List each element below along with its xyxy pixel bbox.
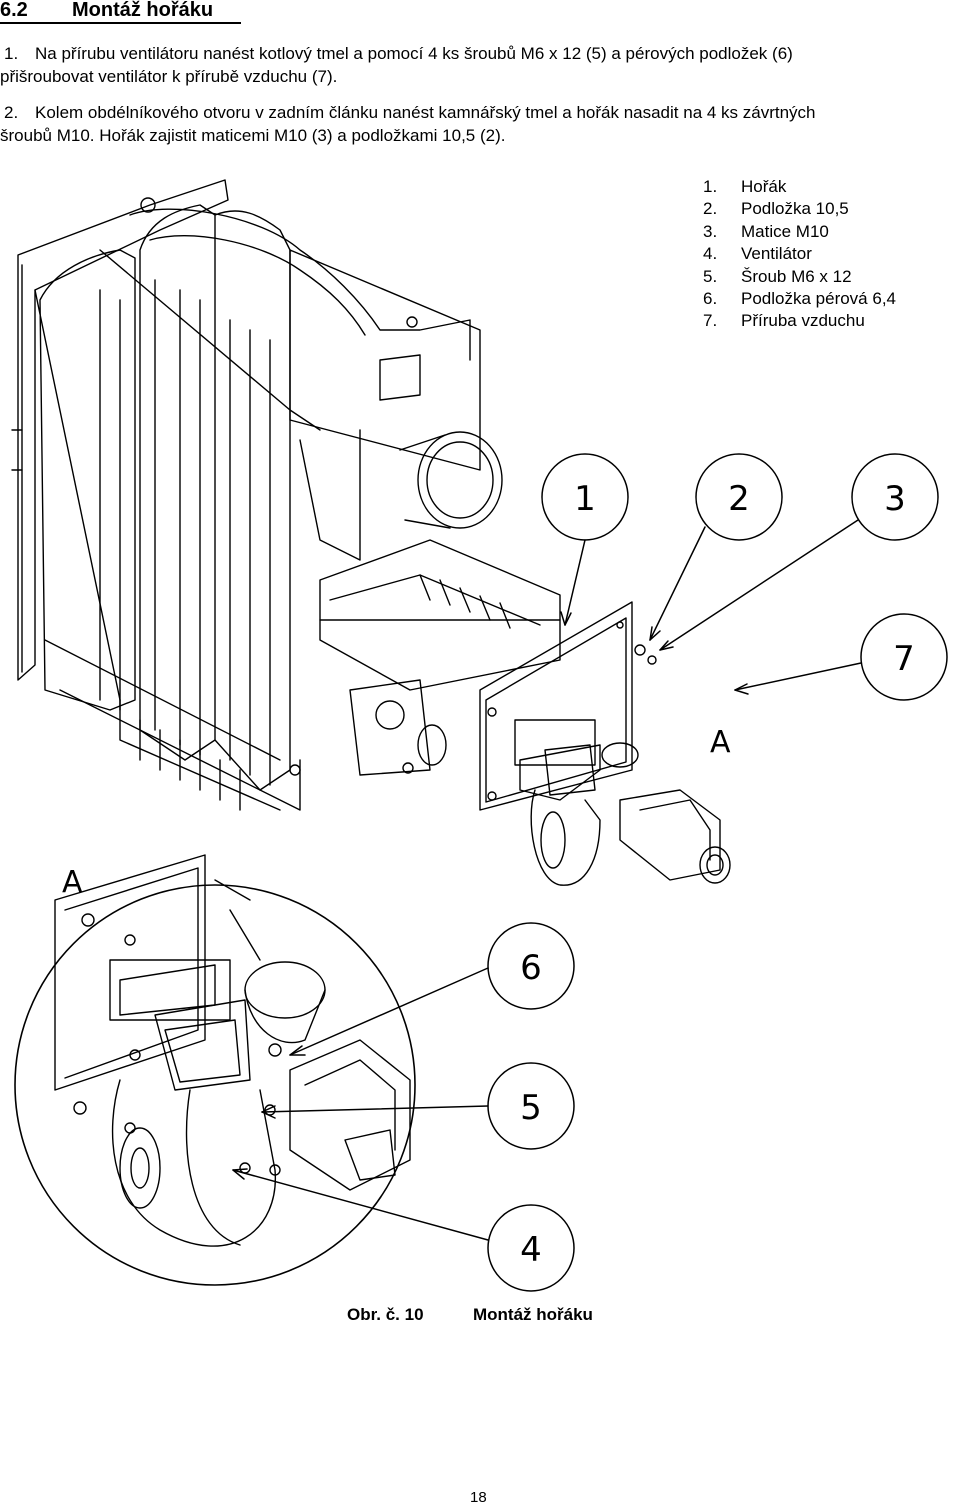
legend-item: 7.Příruba vzduchu bbox=[703, 311, 865, 331]
legend-item: 5.Šroub M6 x 12 bbox=[703, 266, 852, 286]
legend-item: 4.Ventilátor bbox=[703, 244, 812, 264]
section-title: Montáž hořáku bbox=[72, 0, 214, 21]
step-2-line-1: Kolem obdélníkového otvoru v zadním člán… bbox=[35, 103, 816, 122]
detail-mark: A bbox=[62, 865, 83, 900]
callout-numbers: 1 2 3 7 6 5 4 bbox=[520, 479, 915, 1270]
legend-item: 2.Podložka 10,5 bbox=[703, 199, 849, 219]
page-number: 18 bbox=[470, 1489, 487, 1506]
step-number: 2. bbox=[4, 103, 19, 122]
parts-legend: 1.Hořák 2.Podložka 10,5 3.Matice M10 4.V… bbox=[703, 176, 896, 333]
callout-label: 3 bbox=[884, 479, 906, 519]
callout-label: 5 bbox=[520, 1088, 542, 1128]
boiler-body bbox=[11, 179, 561, 811]
burner-assembly-drawing: 1 2 3 7 6 5 4 A A bbox=[11, 179, 948, 1292]
callout-label: 6 bbox=[520, 948, 542, 988]
section-number: 6.2 bbox=[0, 0, 28, 21]
figure-caption: Montáž hořáku bbox=[473, 1305, 593, 1324]
legend-item: 6.Podložka pérová 6,4 bbox=[703, 289, 896, 309]
step-1-line-1: Na přírubu ventilátoru nanést kotlový tm… bbox=[35, 44, 793, 63]
legend-item: 1.Hořák bbox=[703, 177, 787, 196]
burner-unit bbox=[479, 601, 731, 886]
callout-label: 7 bbox=[893, 639, 915, 679]
callout-label: 4 bbox=[520, 1230, 542, 1270]
heading-underline bbox=[0, 22, 241, 24]
detail-a-view bbox=[14, 854, 416, 1286]
callout-leaders bbox=[232, 453, 948, 1292]
step-1-line-2: přišroubovat ventilátor k přírubě vzduch… bbox=[0, 67, 338, 86]
detail-marks: A A bbox=[62, 725, 731, 900]
step-2-line-2: šroubů M10. Hořák zajistit maticemi M10 … bbox=[0, 126, 506, 145]
callout-label: 2 bbox=[728, 479, 750, 519]
detail-mark: A bbox=[710, 725, 731, 760]
section-heading: 6.2 Montáž hořáku bbox=[0, 0, 960, 24]
callout-label: 1 bbox=[574, 479, 596, 519]
legend-item: 3.Matice M10 bbox=[703, 221, 829, 241]
step-number: 1. bbox=[4, 44, 19, 63]
figure-number: Obr. č. 10 bbox=[347, 1305, 424, 1324]
